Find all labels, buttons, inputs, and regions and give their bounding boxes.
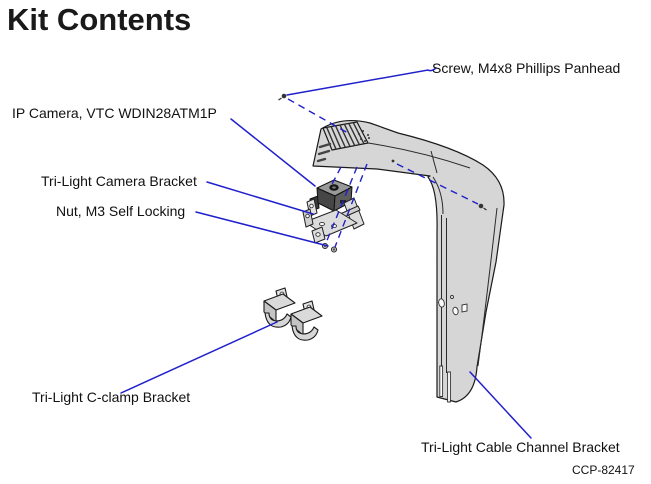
leader-ip-camera <box>230 118 316 187</box>
leader-lines <box>120 67 532 439</box>
label-ip-camera: IP Camera, VTC WDIN28ATM1P <box>12 105 217 121</box>
leader-c-clamp <box>120 321 278 394</box>
leader-cable-channel <box>469 371 532 439</box>
vent-louvers <box>326 122 365 150</box>
leader-camera-bracket <box>206 181 314 215</box>
channel-hole <box>452 306 459 316</box>
fork-slot <box>439 365 444 397</box>
figure-code: CCP-82417 <box>572 463 635 477</box>
channel-small-hole <box>450 295 454 299</box>
side-vent-slots <box>316 142 332 163</box>
label-camera-bracket: Tri-Light Camera Bracket <box>41 173 197 189</box>
label-cable-channel-bracket: Tri-Light Cable Channel Bracket <box>421 439 620 455</box>
c-clamp-bracket-drawing <box>263 287 323 341</box>
head-top-holes <box>358 130 370 142</box>
fork-slot <box>447 371 451 403</box>
leader-nut <box>195 211 329 247</box>
label-nut: Nut, M3 Self Locking <box>56 203 186 219</box>
channel-square-hole <box>461 303 468 313</box>
assembly-axis-dashed-lines <box>287 98 479 248</box>
channel-hole <box>438 298 445 308</box>
page-title: Kit Contents <box>7 2 192 37</box>
head-front-hole <box>391 159 395 163</box>
label-screw: Screw, M4x8 Phillips Panhead <box>432 60 621 76</box>
camera-bracket-drawing <box>302 197 365 244</box>
cable-channel-bracket-drawing <box>312 119 505 403</box>
screw-top-drawing <box>278 93 287 101</box>
label-c-clamp-bracket: Tri-Light C-clamp Bracket <box>32 389 191 405</box>
screw-side-drawing <box>478 203 487 211</box>
leader-screw <box>286 67 437 96</box>
